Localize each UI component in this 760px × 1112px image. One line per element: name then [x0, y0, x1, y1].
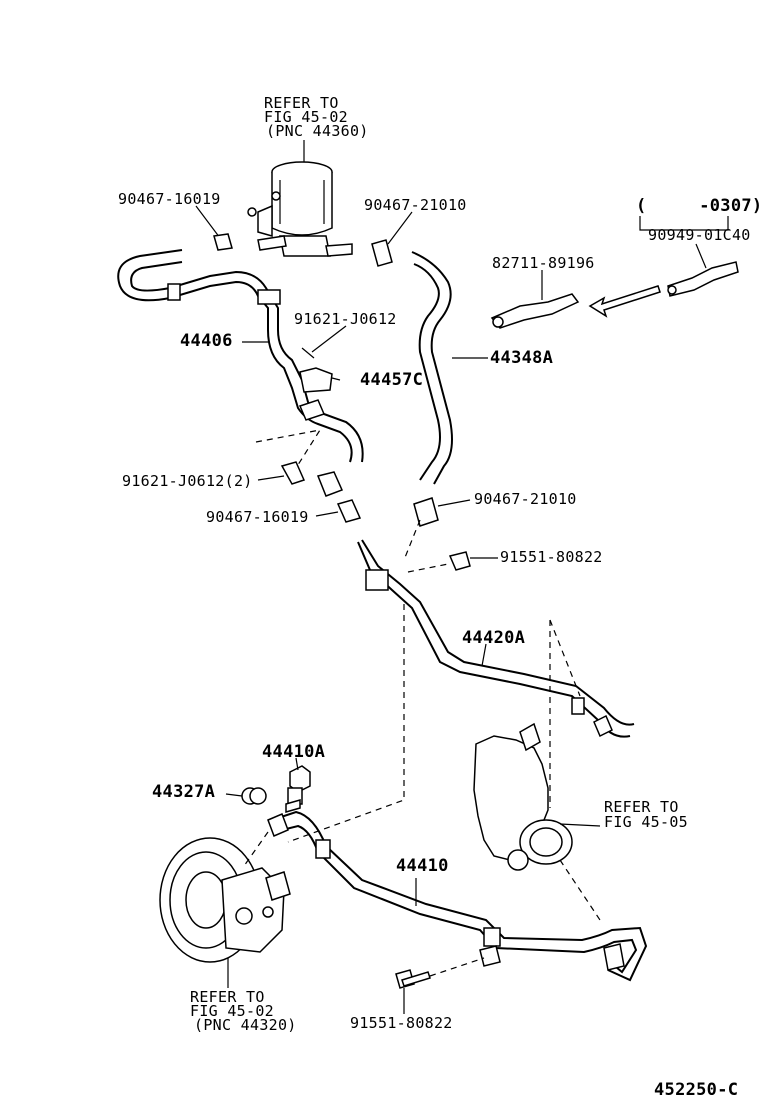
bolt-91551-80822-bottom-drawing: [395, 969, 431, 989]
label-91551-80822-top: 91551-80822: [500, 548, 603, 566]
pump-drawing: [159, 837, 291, 963]
clip-90467-16019-top-drawing: [213, 233, 233, 251]
label-91551-80822-bottom: 91551-80822: [350, 1014, 453, 1032]
label-91621-j0612-2: 91621-J0612(2): [122, 472, 253, 490]
clamp-82711-89196-drawing: [490, 293, 580, 329]
refer-gear-line1: REFER TO: [604, 798, 679, 816]
refer-pump-line2: FIG 45-02: [190, 1002, 274, 1020]
clip-90467-16019-bottom-drawing: [336, 499, 362, 523]
figure-id: 452250-C: [654, 1080, 739, 1100]
refer-reservoir-line1: REFER TO: [264, 94, 339, 112]
arrow-icon: [588, 285, 661, 318]
hose-44348a-drawing: [411, 251, 453, 527]
bracket-90949-01c40-drawing: [667, 261, 739, 297]
refer-pump-line1: REFER TO: [190, 988, 265, 1006]
clip-90467-21010-top-drawing: [371, 239, 393, 267]
label-date-range: ( -0307): [636, 196, 760, 216]
refer-reservoir-line3: (PNC 44360): [266, 122, 369, 140]
label-clip-90467-21010-top: 90467-21010: [364, 196, 467, 214]
refer-pump-line3: (PNC 44320): [194, 1016, 297, 1034]
pressure-hose-44410-drawing: [267, 810, 648, 982]
label-44410a: 44410A: [262, 742, 326, 762]
label-44410: 44410: [396, 856, 449, 876]
label-44406: 44406: [180, 331, 233, 351]
label-clip-90467-21010-bottom: 90467-21010: [474, 490, 577, 508]
return-pipe-44406-drawing: [117, 249, 364, 497]
reservoir-drawing: [247, 140, 353, 257]
label-91621-j0612: 91621-J0612: [294, 310, 397, 328]
label-clip-90467-16019-bottom: 90467-16019: [206, 508, 309, 526]
gasket-44327a-drawing: [241, 787, 267, 805]
refer-reservoir-line2: FIG 45-02: [264, 108, 348, 126]
label-82711-89196: 82711-89196: [492, 254, 595, 272]
label-44327a: 44327A: [152, 782, 216, 802]
label-clip-90467-16019-top: 90467-16019: [118, 190, 221, 208]
pressure-pipe-44420a-drawing: [357, 539, 635, 738]
label-44457c: 44457C: [360, 370, 424, 390]
refer-gear-line2: FIG 45-05: [604, 813, 688, 831]
steering-gear-drawing: [473, 722, 601, 871]
label-44420a: 44420A: [462, 628, 526, 648]
union-bolt-44410a-drawing: [285, 765, 311, 813]
label-90949-01c40: 90949-01C40: [648, 226, 751, 244]
label-44348a: 44348A: [490, 348, 554, 368]
